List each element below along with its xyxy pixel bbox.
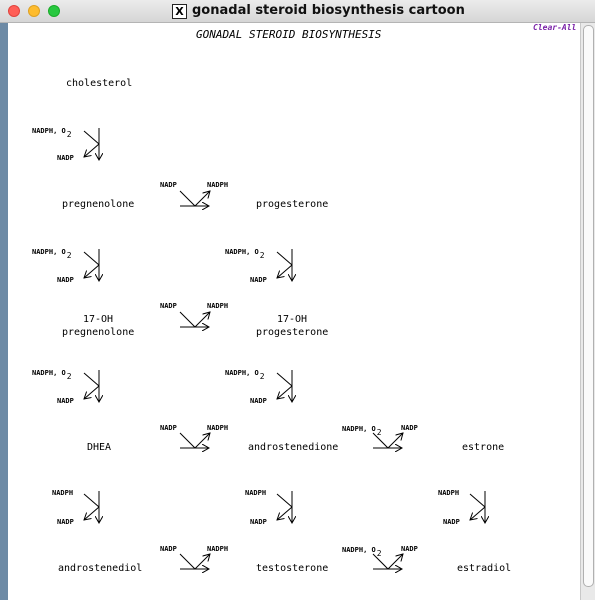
diagram-title: GONADAL STEROID BIOSYNTHESIS: [196, 28, 382, 41]
metabolite-17oh-name: pregnenolone: [62, 327, 135, 338]
cofactor-nadph-o2: NADPH, O2: [32, 248, 72, 260]
minimize-window-button[interactable]: [28, 5, 40, 17]
cofactor-nadp: NADP: [250, 397, 267, 405]
cofactor-nadp: NADP: [57, 276, 74, 284]
metabolite-17oh-prefix: 17-OH: [82, 314, 114, 325]
metabolite-dhea[interactable]: DHEA: [87, 442, 112, 453]
x11-app-icon: X: [172, 4, 187, 19]
desktop-background-strip: [0, 23, 8, 600]
cofactor-nadp: NADP: [57, 154, 74, 162]
cofactor-nadph: NADPH: [207, 181, 229, 189]
metabolite-testosterone[interactable]: testosterone: [256, 563, 329, 574]
cofactor-nadp: NADP: [160, 545, 177, 553]
metabolite-pregnenolone[interactable]: pregnenolone: [62, 199, 135, 210]
cofactor-nadph: NADPH: [207, 424, 229, 432]
clear-all-button[interactable]: Clear-All: [533, 23, 577, 32]
zoom-window-button[interactable]: [48, 5, 60, 17]
cofactor-nadp: NADP: [57, 397, 74, 405]
metabolite-progesterone[interactable]: progesterone: [256, 199, 329, 210]
cofactor-nadph-o2: NADPH, O2: [342, 546, 382, 558]
cofactor-nadph: NADPH: [438, 489, 460, 497]
metabolite-androstenedione[interactable]: androstenedione: [248, 442, 339, 453]
cofactor-nadph-o2: NADPH, O2: [32, 127, 72, 139]
cofactor-nadph: NADPH: [207, 545, 229, 553]
cofactor-nadp: NADP: [250, 276, 267, 284]
metabolite-estrone[interactable]: estrone: [462, 442, 505, 453]
vertical-scrollbar[interactable]: [580, 23, 595, 600]
close-window-button[interactable]: [8, 5, 20, 17]
cofactor-nadp: NADP: [443, 518, 460, 526]
cofactor-nadp: NADP: [401, 424, 418, 432]
metabolite-androstenediol[interactable]: androstenediol: [58, 563, 143, 574]
window-title: gonadal steroid biosynthesis cartoon: [192, 3, 465, 18]
metabolite-estradiol[interactable]: estradiol: [457, 563, 512, 574]
cofactor-nadp: NADP: [160, 181, 177, 189]
metabolite-17oh-prefix: 17-OH: [276, 314, 308, 325]
cofactor-nadph-o2: NADPH, O2: [342, 425, 382, 437]
metabolite-cholesterol[interactable]: cholesterol: [66, 78, 133, 89]
diagram-canvas: [8, 23, 580, 600]
cofactor-nadph: NADPH: [52, 489, 74, 497]
metabolite-17oh-name: progesterone: [256, 327, 329, 338]
metabolite-17oh-pregnenolone[interactable]: 17-OH pregnenolone: [62, 313, 134, 339]
cofactor-nadph-o2: NADPH, O2: [225, 248, 265, 260]
scrollbar-thumb[interactable]: [583, 25, 594, 587]
cofactor-nadph-o2: NADPH, O2: [225, 369, 265, 381]
cofactor-nadph: NADPH: [207, 302, 229, 310]
cofactor-nadp: NADP: [401, 545, 418, 553]
metabolite-17oh-progesterone[interactable]: 17-OH progesterone: [256, 313, 328, 339]
cofactor-nadph: NADPH: [245, 489, 267, 497]
cofactor-nadp: NADP: [160, 302, 177, 310]
cofactor-nadp: NADP: [250, 518, 267, 526]
cofactor-nadph-o2: NADPH, O2: [32, 369, 72, 381]
window-titlebar: X gonadal steroid biosynthesis cartoon: [0, 0, 595, 23]
cofactor-nadp: NADP: [57, 518, 74, 526]
cofactor-nadp: NADP: [160, 424, 177, 432]
